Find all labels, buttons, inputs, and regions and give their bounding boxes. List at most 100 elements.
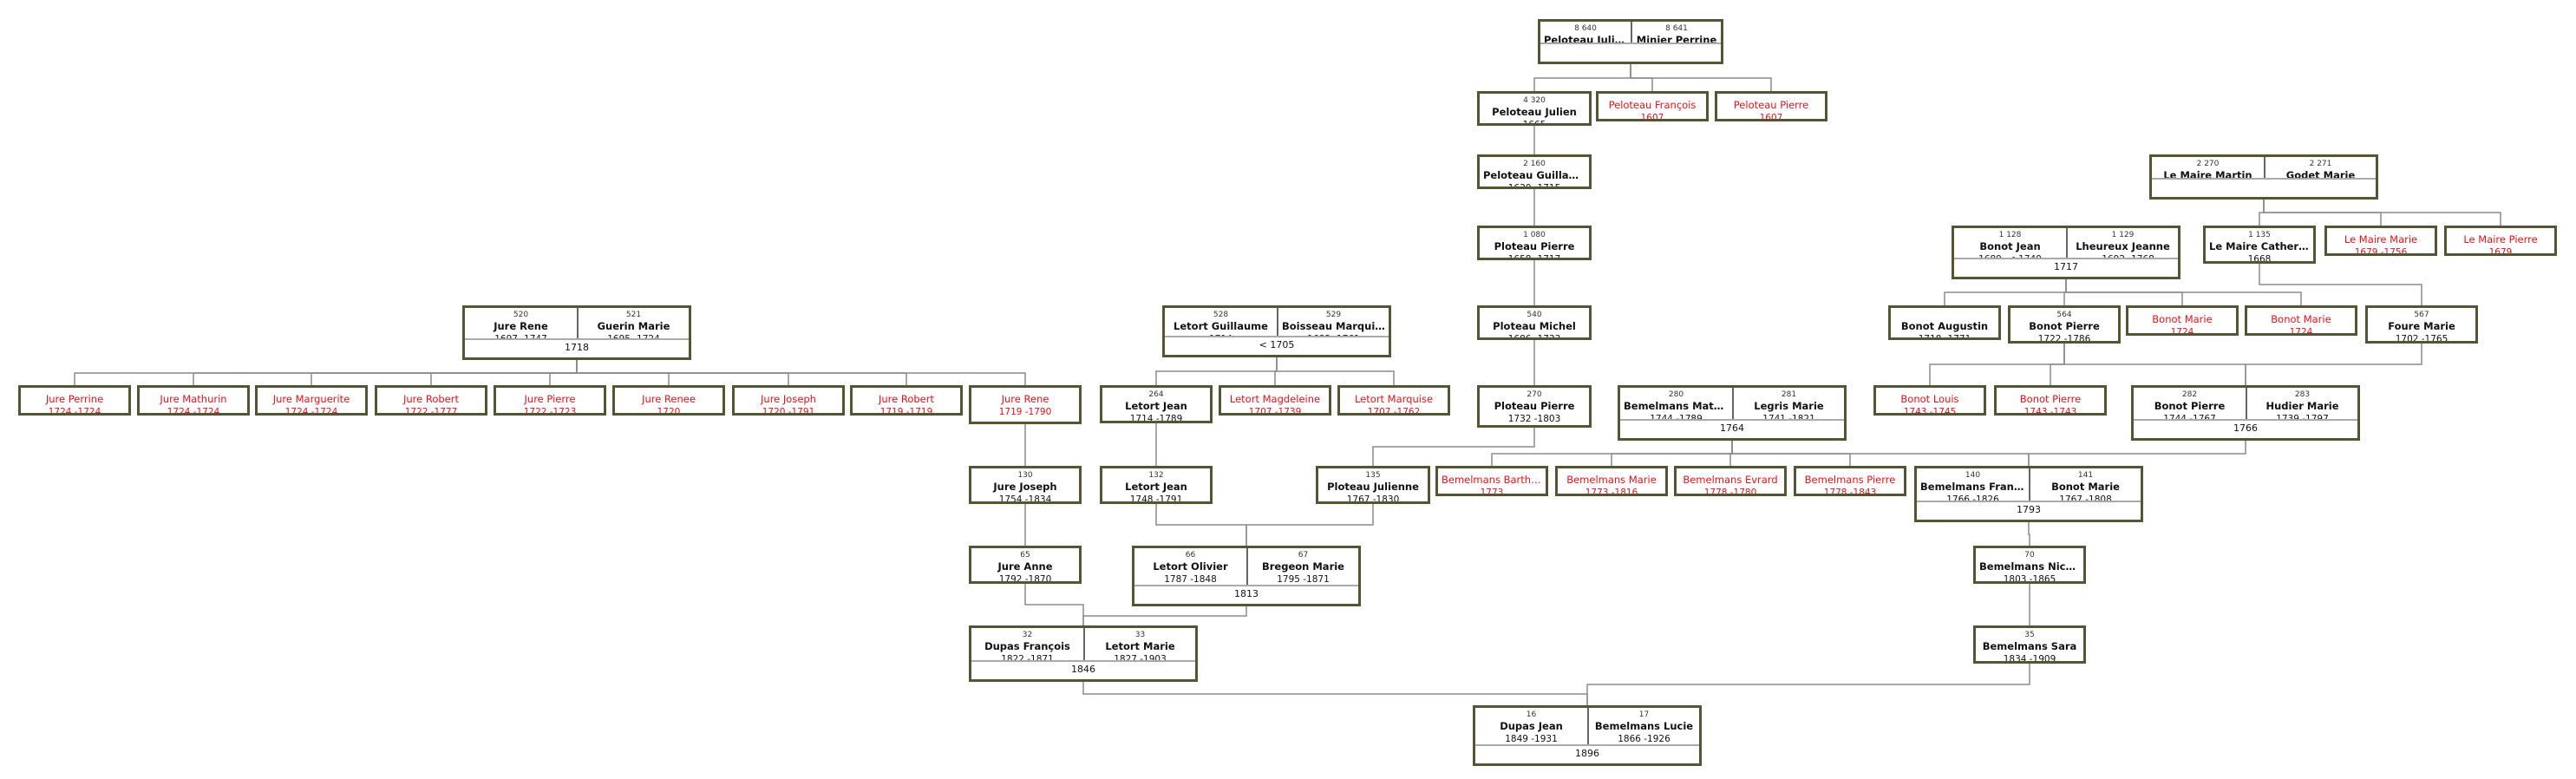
person-number: 32 [1022, 631, 1033, 639]
person-name: Bonot Marie [2271, 313, 2331, 325]
person-number: 4 320 [1523, 96, 1546, 105]
person-name: Bonot Louis [1900, 393, 1959, 405]
person-number: 65 [1020, 551, 1030, 560]
tree-link [1586, 664, 2030, 705]
person-name: Jure Joseph [761, 393, 816, 405]
person-dates: 1720 -1791 [762, 407, 815, 413]
tree-link [1024, 584, 1084, 625]
person-card[interactable]: Bonot Marie 1724 [2245, 305, 2357, 336]
person-number: 281 [1781, 390, 1797, 399]
marriage-date: 1718 [465, 338, 689, 357]
person-number: 1 128 [1998, 231, 2022, 239]
person-name: Bemelmans Marie [1566, 474, 1657, 486]
person-name: Le Maire Pierre [2463, 233, 2538, 245]
person-dates: 1822 -1871 [1001, 654, 1054, 662]
tree-link [1246, 504, 1374, 546]
person-name: Guerin Marie [597, 320, 670, 332]
person-name: Le Maire Marie [2344, 233, 2418, 245]
person-name: Bemelmans Sara [1982, 640, 2077, 652]
tree-link [2263, 200, 2501, 226]
marriage-date [2152, 178, 2376, 197]
person-dates: 1778 -1780 [1703, 488, 1757, 494]
person-number: 66 [1185, 551, 1196, 560]
person-name: Bemelmans Nicolas [1979, 560, 2083, 573]
person-number: 567 [2414, 311, 2429, 319]
person-name: Jure Renee [642, 393, 696, 405]
person-card[interactable]: Jure Renee 1720 [612, 385, 725, 416]
person-card[interactable]: Bonot Augustin1718 -1771 [1888, 305, 2001, 340]
person-number: 283 [2294, 390, 2311, 399]
person-number: 2 271 [2309, 160, 2332, 168]
person-dates: 1720 [657, 407, 681, 413]
person-dates: 1702 -1765 [2395, 334, 2449, 341]
person-dates: 1724 -1724 [167, 407, 220, 413]
person-dates: 1754 -1834 [998, 494, 1052, 501]
person-name: Dupas Jean [1500, 720, 1563, 732]
person-number: 1 129 [2111, 231, 2135, 239]
person-number: 132 [1148, 471, 1164, 480]
person-card[interactable]: Bemelmans Barthélé...1773 [1435, 466, 1548, 496]
person-dates: ~ 1692 -1768 [2091, 254, 2154, 259]
marriage-date: 1896 [1475, 744, 1699, 763]
marriage-date [1540, 43, 1721, 62]
person-card[interactable]: Jure Joseph 1720 -1791 [732, 385, 845, 416]
tree-link [1731, 441, 2030, 466]
person-dates: 1697 -1747 [494, 334, 547, 340]
person-dates: 1724 [2289, 327, 2313, 333]
